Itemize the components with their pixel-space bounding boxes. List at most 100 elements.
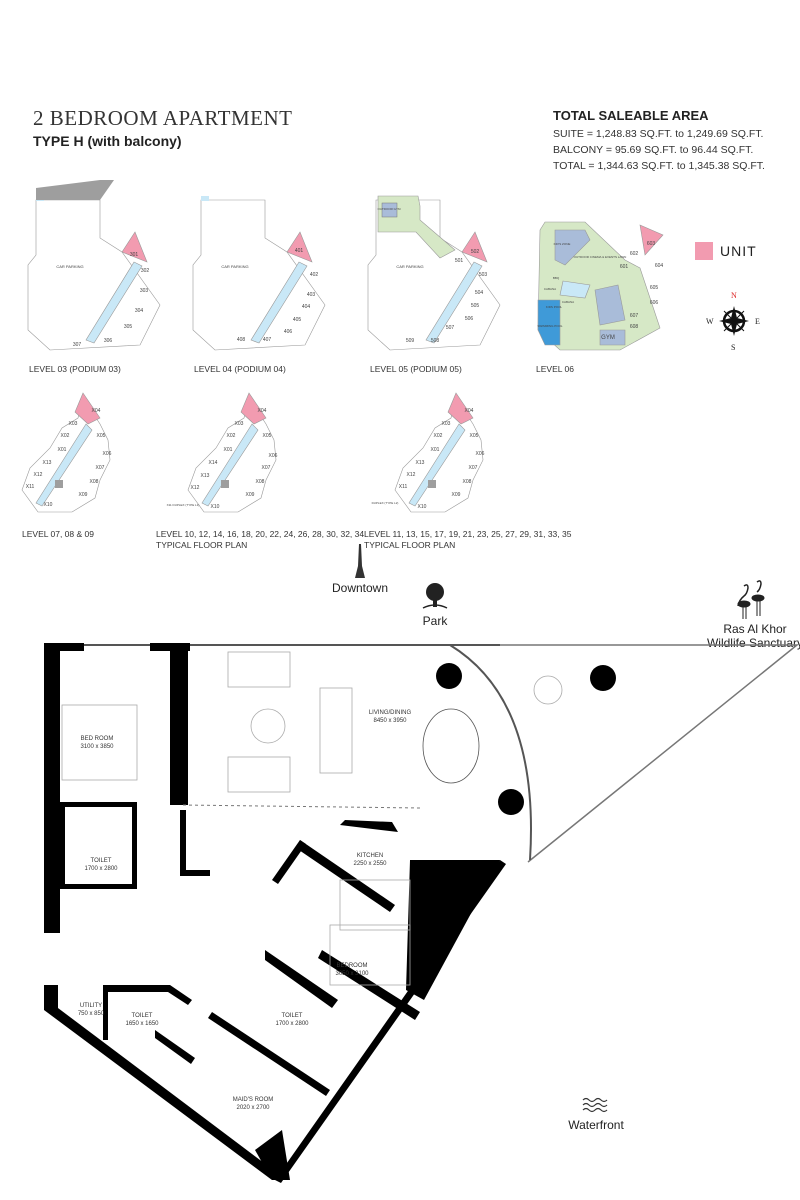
unit-label: X07 [469,465,478,471]
unit-label: X12 [191,485,200,491]
unit-label: 303 [140,288,149,294]
unit-label: 404 [302,304,311,310]
roof-area [36,180,114,200]
unit-legend-swatch [695,242,713,260]
unit-label: X07 [262,465,271,471]
waves-icon [582,1097,608,1113]
ras-al-khor-line1: Ras Al Khor [723,622,787,636]
unit-label: 305 [124,324,133,330]
unit-label: X10 [211,504,220,510]
room-size: 3100 x 3850 [80,744,114,750]
tower-icon [355,544,365,578]
unit-label: X03 [235,421,244,427]
amenity-label: BBQ [553,276,560,280]
caption-level05: LEVEL 05 (PODIUM 05) [370,364,462,374]
room-size: 2020 x 2700 [236,1105,270,1111]
core [55,480,63,488]
room-name: UTILITY [80,1003,102,1009]
unit-label: 507 [446,325,455,331]
unit-label: 509 [406,338,415,344]
caption-level11-line2: TYPICAL FLOOR PLAN [364,540,456,550]
room-name: TOILET [132,1013,153,1019]
outdoor-gym-label: OUTDOOR GYM [378,207,402,211]
unit-label: X09 [246,492,255,498]
direction-downtown: Downtown [331,581,389,595]
unit-label: 402 [310,272,319,278]
unit-legend-label: UNIT [720,243,757,259]
unit-label: 602 [630,251,639,257]
corridor [425,261,483,344]
unit-label: 406 [284,329,293,335]
highlighted-unit [240,392,267,425]
unit-label: X08 [256,479,265,485]
highlighted-unit [74,392,101,425]
caption-level11: LEVEL 11, 13, 15, 17, 19, 21, 23, 25, 27… [364,529,571,551]
unit-label: X13 [416,460,425,466]
unit-label: X08 [90,479,99,485]
unit-label: 604 [655,263,664,269]
unit-label: 505 [471,303,480,309]
unit-label: 603 [647,241,656,247]
compass-w: W [706,317,714,326]
corridor [35,423,93,507]
room-size: 1700 x 2800 [84,866,118,872]
highlighted-unit [286,231,313,263]
unit-label: X11 [399,484,408,490]
amenity-label: CABANA [562,300,574,304]
unit-label: X07 [96,465,105,471]
direction-waterfront: Waterfront [568,1118,624,1132]
caption-level11-line1: LEVEL 11, 13, 15, 17, 19, 21, 23, 25, 27… [364,529,572,539]
balcony-outline [450,644,800,863]
column [590,665,616,691]
unit-label: X11 [26,484,35,490]
outdoor-gym [381,202,398,218]
room-size: 750 x 850 [78,1011,105,1017]
amenity-label: KIDS POOL [546,305,563,309]
unit-label: 501 [455,258,464,264]
furniture [61,651,563,986]
unit-label: X04 [465,408,474,414]
unit-type: TYPE H (with balcony) [33,133,182,149]
caption-level06: LEVEL 06 [536,364,574,374]
car-parking-label: CAR PARKING [221,264,248,269]
room-name: BEDROOM [336,963,367,969]
amenity-block [594,284,626,326]
unit-label: 306 [104,338,113,344]
highlighted-unit [447,392,474,425]
saleable-area-heading: TOTAL SALEABLE AREA [553,108,709,123]
highlighted-unit [121,231,148,263]
unit-label: 601 [620,264,629,270]
unit-label: 502 [471,249,480,255]
unit-label: X05 [97,433,106,439]
unit-label: 607 [630,313,639,319]
floor-outline [367,199,501,351]
flamingo-icon [737,580,765,619]
unit-label: X12 [34,472,43,478]
column [498,789,524,815]
caption-level07: LEVEL 07, 08 & 09 [22,529,94,539]
stair [201,196,209,201]
unit-label: X04 [92,408,101,414]
unit-label: 401 [295,248,304,254]
floor-plan [44,643,800,1183]
amenity-label: SWIMMING POOL [537,324,562,328]
unit-label: DUPLEX (TYPE L2) [372,501,399,505]
amenity-label: CABANA [544,287,556,291]
unit-label: X12 [407,472,416,478]
car-parking-label: CAR PARKING [56,264,83,269]
unit-label: X06 [103,451,112,457]
unit-label: 304 [135,308,144,314]
caption-level10-line2: TYPICAL FLOOR PLAN [156,540,248,550]
unit-label: X14 [209,460,218,466]
room-size: 1650 x 1650 [125,1021,159,1027]
unit-label: X13 [43,460,52,466]
unit-label: X08 [463,479,472,485]
room-size: 3050 x 3100 [335,971,369,977]
unit-label: 407 [263,337,272,343]
pool-area [559,280,591,299]
room-name: TOILET [91,858,112,864]
column [436,663,462,689]
car-parking-label: CAR PARKING [396,264,423,269]
room-size: 2250 x 2550 [353,861,387,867]
